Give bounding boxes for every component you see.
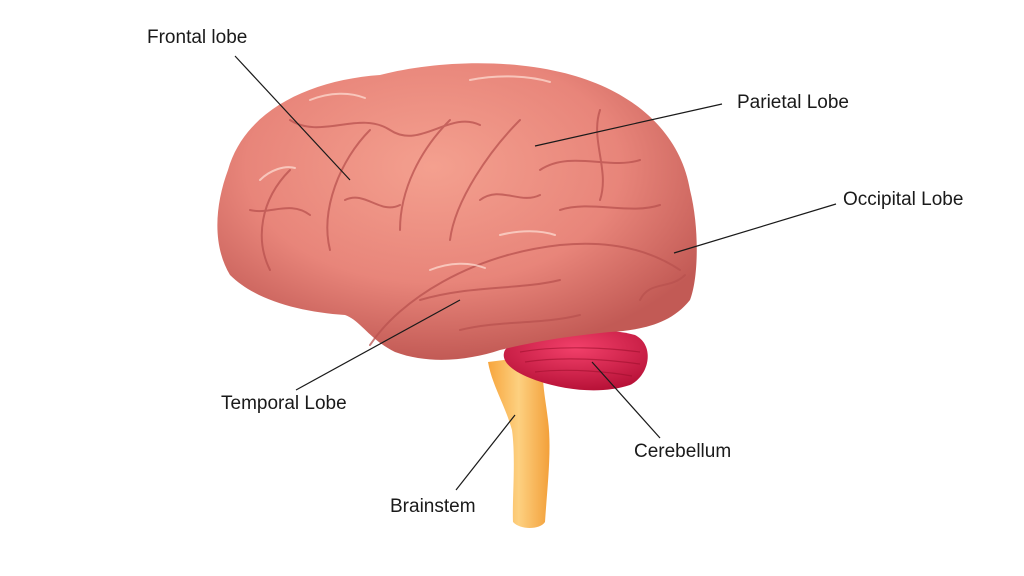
label-brainstem: Brainstem bbox=[390, 496, 476, 517]
label-occipital-lobe: Occipital Lobe bbox=[843, 189, 964, 210]
cerebellum-shape bbox=[503, 330, 648, 391]
brainstem-shape bbox=[488, 355, 550, 528]
cerebrum-highlights bbox=[259, 75, 556, 271]
cerebrum-gyri bbox=[249, 109, 686, 346]
leader-occipital bbox=[673, 203, 837, 254]
leader-lines bbox=[234, 55, 837, 491]
label-cerebellum: Cerebellum bbox=[634, 441, 732, 462]
label-frontal-lobe: Frontal lobe bbox=[147, 27, 248, 48]
leader-temporal bbox=[295, 299, 461, 391]
cerebellum-folds bbox=[519, 347, 641, 377]
label-temporal-lobe: Temporal Lobe bbox=[221, 393, 347, 414]
label-parietal-lobe: Parietal Lobe bbox=[737, 92, 849, 113]
leader-parietal bbox=[534, 103, 723, 147]
leader-brainstem bbox=[455, 414, 516, 491]
leader-frontal bbox=[234, 55, 351, 181]
leader-cerebellum bbox=[591, 361, 661, 439]
